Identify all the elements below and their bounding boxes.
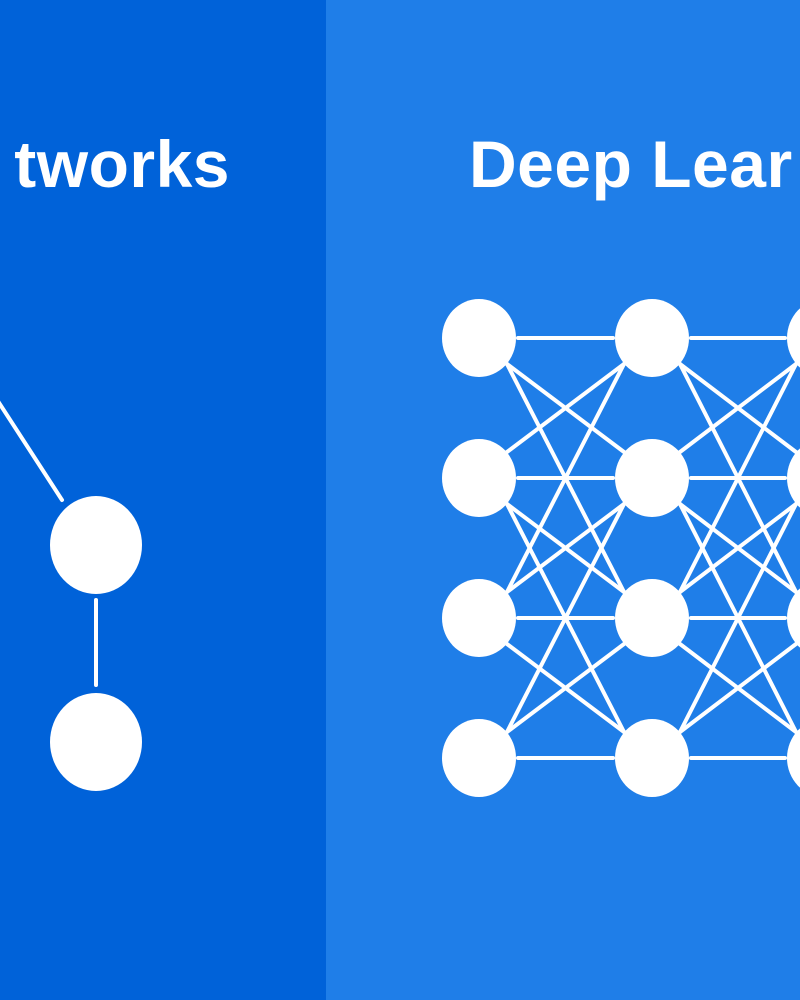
neuron-node (787, 308, 800, 368)
neuron-node (442, 719, 516, 797)
neuron-node (615, 719, 689, 797)
network-node (50, 496, 142, 594)
neuron-node (615, 579, 689, 657)
neuron-node (442, 299, 516, 377)
left-panel-title: tworks (14, 127, 230, 201)
neuron-node (787, 448, 800, 508)
right-panel-title: Deep Lear (469, 127, 793, 201)
network-edge (678, 642, 798, 734)
network-edge (505, 502, 626, 734)
network-edge (678, 362, 798, 454)
left-panel: tworks (0, 0, 326, 1000)
network-edge (505, 362, 626, 454)
neuron-node (615, 299, 689, 377)
network-edge (678, 502, 798, 734)
neuron-node (442, 579, 516, 657)
neuron-node (787, 588, 800, 648)
network-edge (505, 642, 626, 734)
neuron-node (787, 728, 800, 788)
simple-network-diagram (0, 400, 142, 791)
network-edge (505, 362, 626, 594)
neuron-node (615, 439, 689, 517)
network-node (50, 693, 142, 791)
deep-network-diagram (442, 299, 800, 797)
neuron-node (442, 439, 516, 517)
network-edge (0, 400, 64, 502)
right-panel: Deep Lear (326, 0, 800, 1000)
network-edge (678, 362, 798, 594)
network-edge (505, 502, 626, 594)
network-edge (678, 502, 798, 594)
